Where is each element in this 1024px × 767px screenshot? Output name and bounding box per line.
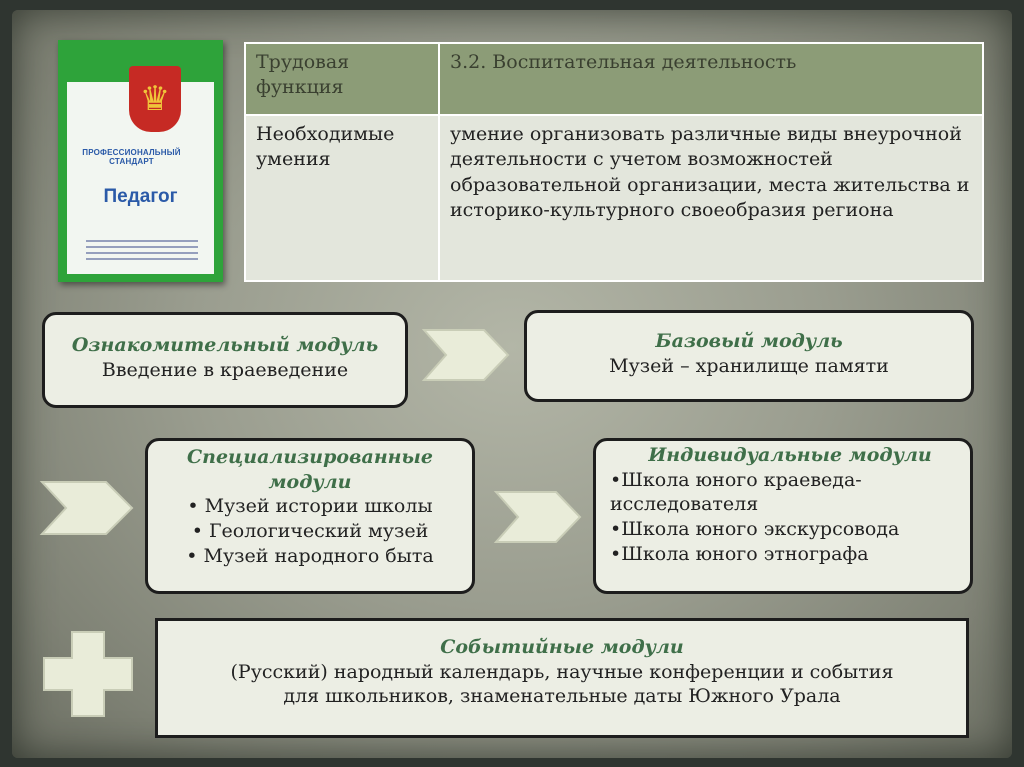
list-item: •Школа юного этнографа — [610, 542, 970, 567]
coat-of-arms-icon: ♛ — [129, 66, 181, 132]
intro-module-text: Введение в краеведение — [45, 358, 405, 383]
plus-icon — [38, 626, 138, 722]
arrow-right-icon — [418, 326, 514, 384]
list-item: исследователя — [610, 492, 970, 517]
book-caption: ПРОФЕССИОНАЛЬНЫЙ СТАНДАРТ — [62, 148, 201, 166]
specialized-modules-title: Специализированные — [148, 445, 472, 470]
arrow-right-icon — [36, 478, 138, 538]
base-module-text: Музей – хранилище памяти — [527, 354, 971, 379]
table-header-activity: 3.2. Воспитательная деятельность — [439, 43, 983, 115]
list-item: • Музей истории школы — [148, 494, 472, 519]
book-text-lines — [86, 240, 198, 264]
labor-function-table: Трудовая функция 3.2. Воспитательная дея… — [244, 42, 984, 282]
event-modules-title: Событийные модули — [158, 635, 966, 660]
event-modules-box: Событийные модули (Русский) народный кал… — [155, 618, 969, 738]
table-row: Необходимые умения умение организовать р… — [245, 115, 983, 281]
individual-modules-box: Индивидуальные модули •Школа юного краев… — [593, 438, 973, 594]
specialized-modules-box: Специализированные модули • Музей истори… — [145, 438, 475, 594]
individual-modules-title: Индивидуальные модули — [610, 443, 970, 468]
table-header-row: Трудовая функция 3.2. Воспитательная дея… — [245, 43, 983, 115]
list-item: •Школа юного экскурсовода — [610, 517, 970, 542]
event-modules-text-line1: (Русский) народный календарь, научные ко… — [158, 660, 966, 685]
table-cell-skills-text: умение организовать различные виды внеур… — [439, 115, 983, 281]
arrow-right-icon — [490, 488, 586, 546]
book-title: Педагог — [58, 186, 223, 208]
table-header-function: Трудовая функция — [245, 43, 439, 115]
list-item: •Школа юного краеведа- — [610, 468, 970, 493]
book-cover: ♛ ПРОФЕССИОНАЛЬНЫЙ СТАНДАРТ Педагог — [58, 40, 223, 282]
base-module-box: Базовый модуль Музей – хранилище памяти — [524, 310, 974, 402]
table-cell-skills-label: Необходимые умения — [245, 115, 439, 281]
event-modules-text-line2: для школьников, знаменательные даты Южно… — [158, 684, 966, 709]
list-item: • Музей народного быта — [148, 544, 472, 569]
intro-module-box: Ознакомительный модуль Введение в краеве… — [42, 312, 408, 408]
base-module-title: Базовый модуль — [527, 329, 971, 354]
specialized-modules-title-line2: модули — [148, 470, 472, 495]
list-item: • Геологический музей — [148, 519, 472, 544]
intro-module-title: Ознакомительный модуль — [45, 333, 405, 358]
